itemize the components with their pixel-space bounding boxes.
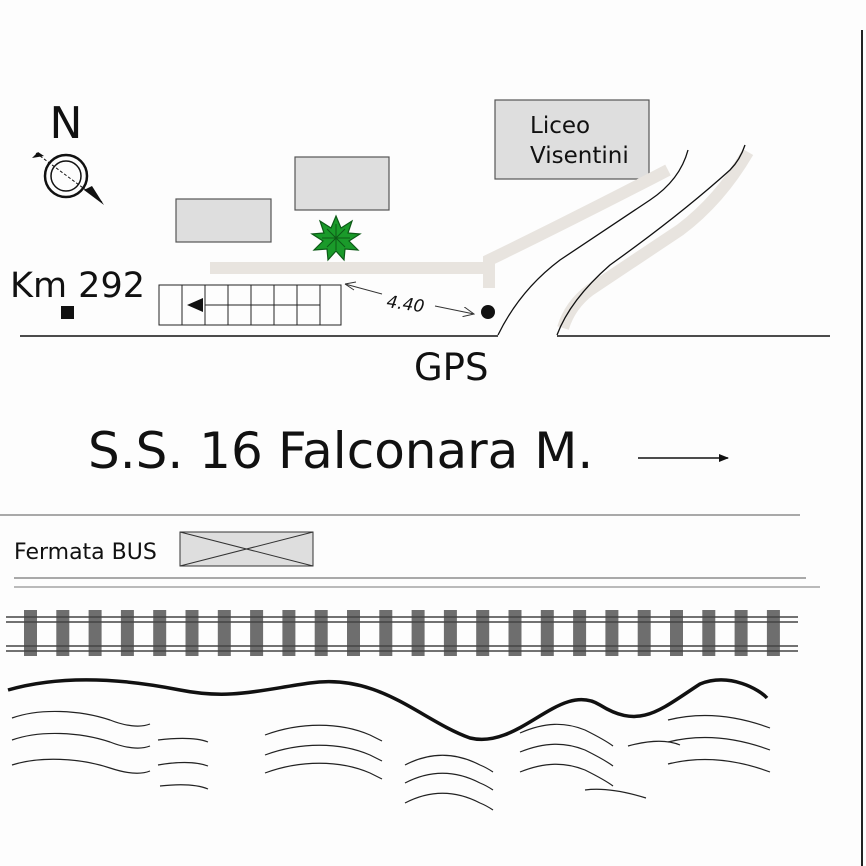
destination-label: Falconara M. [278, 422, 593, 480]
building [175, 198, 272, 243]
distance-arrow [434, 305, 474, 314]
parking-area [158, 284, 342, 326]
km-marker-icon [61, 306, 74, 319]
road-name: S.S. 16 [88, 422, 263, 480]
distance-arrow-head-icon [344, 281, 357, 291]
compass-icon [32, 152, 104, 205]
coastline [7, 678, 769, 742]
tree-icon [310, 214, 362, 262]
school-label-line1: Liceo [530, 113, 590, 139]
school-building [494, 99, 650, 180]
distance-label: 4.40 [385, 292, 425, 317]
bus-stop-label: Fermata BUS [14, 540, 157, 565]
railway-track [6, 610, 798, 656]
building [294, 156, 390, 211]
north-label: N [50, 98, 83, 149]
access-road [497, 144, 746, 336]
sea-waves [11, 710, 771, 811]
gps-label: GPS [414, 346, 488, 389]
school-label-line2: Visentini [530, 143, 629, 169]
gps-point-icon [481, 305, 495, 319]
footpath [210, 148, 754, 330]
km-marker-label: Km 292 [10, 266, 145, 306]
bus-stop-icon [179, 531, 314, 567]
distance-arrow [344, 283, 383, 295]
parking-direction-arrow-icon [187, 298, 203, 312]
